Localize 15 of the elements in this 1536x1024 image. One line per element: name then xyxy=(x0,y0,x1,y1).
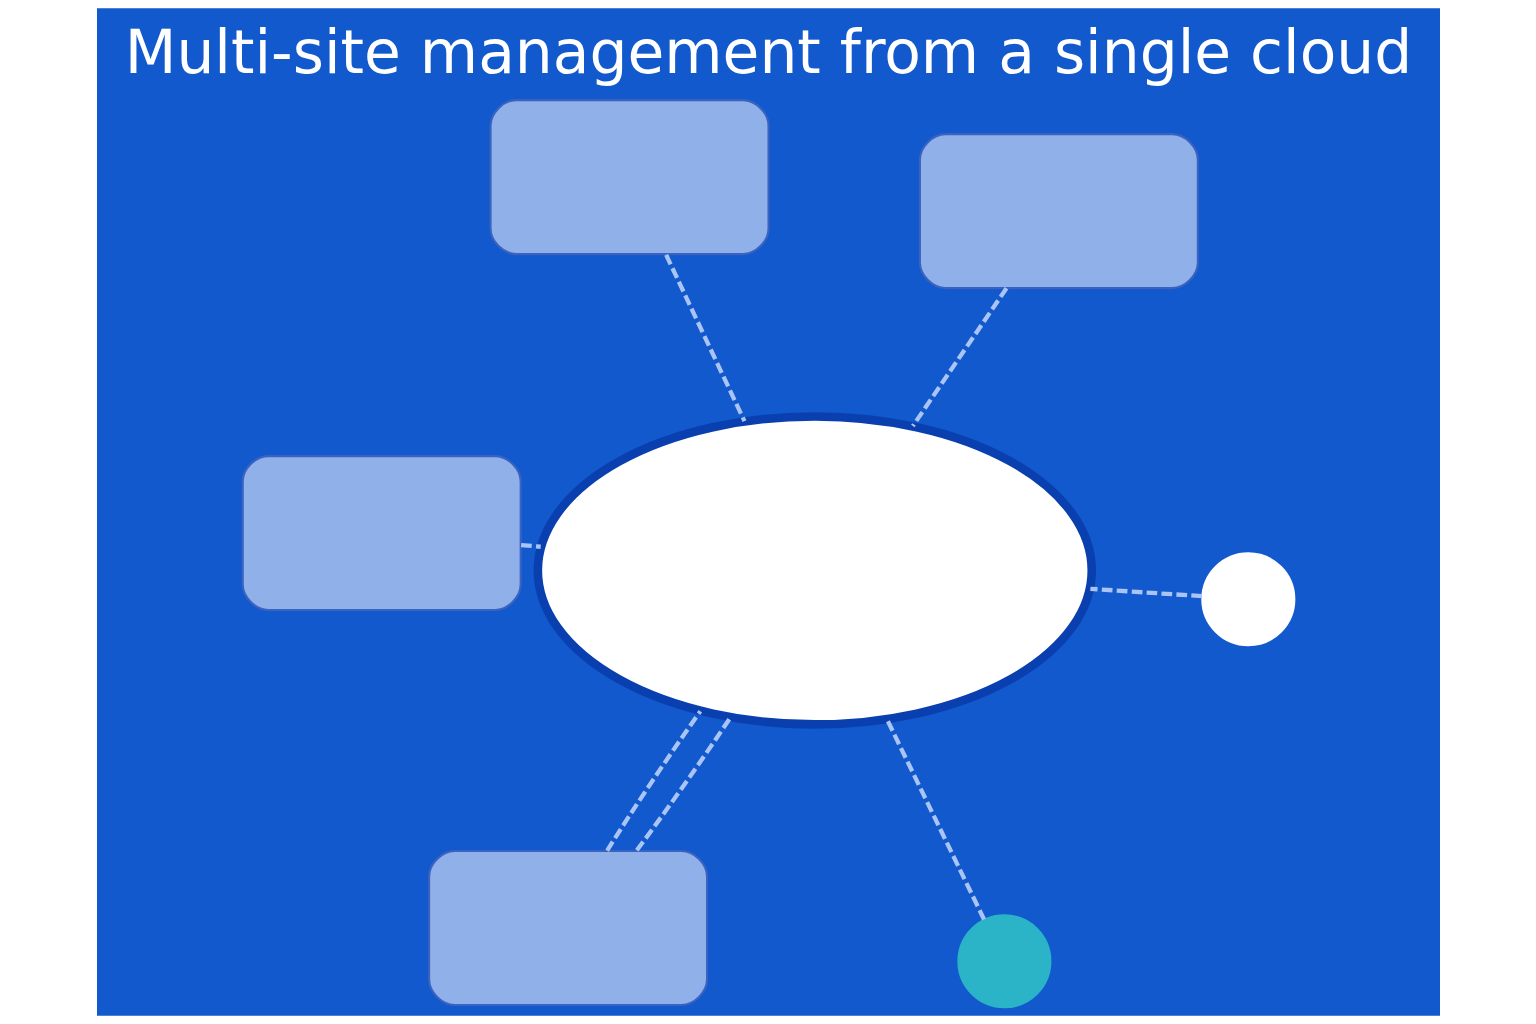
connector xyxy=(910,286,1008,428)
diagram-title: Multi-site management from a single cloud xyxy=(124,17,1412,88)
node-box xyxy=(427,849,708,1007)
connector xyxy=(520,542,541,549)
connector xyxy=(663,253,746,423)
node-circle xyxy=(956,914,1051,1009)
node-cloud xyxy=(533,412,1096,729)
connector xyxy=(604,709,702,852)
node-box xyxy=(918,133,1199,290)
connector xyxy=(884,718,986,921)
node-box xyxy=(241,455,522,612)
connector xyxy=(1089,586,1202,599)
connector xyxy=(634,716,732,852)
node-box xyxy=(488,99,770,256)
node-circle xyxy=(1200,552,1295,647)
